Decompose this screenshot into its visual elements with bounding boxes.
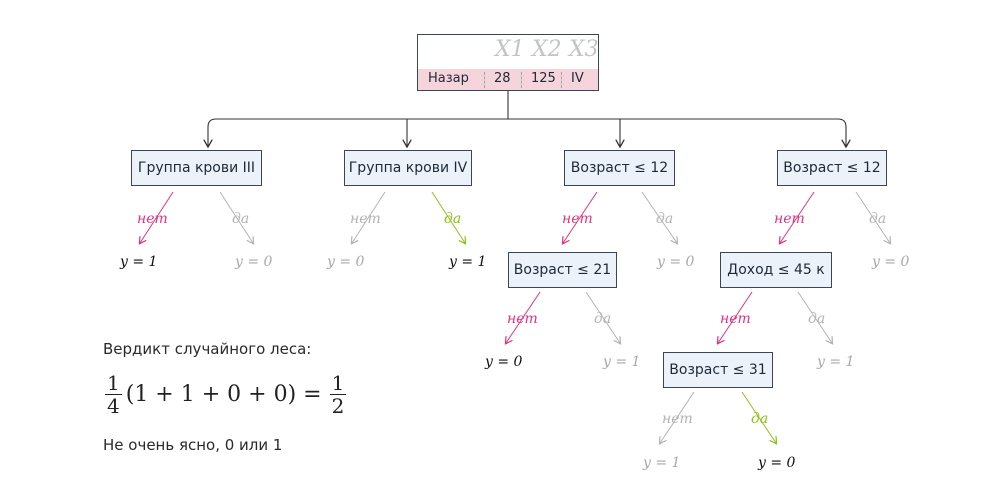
tree1-node: Группа крови III: [131, 150, 262, 186]
fraction-one-half: 1 2: [329, 371, 347, 418]
header-x2: X2: [532, 37, 562, 62]
fraction-denominator: 4: [107, 394, 120, 418]
object-value-x1: 28: [494, 71, 511, 86]
cell-divider: [521, 72, 522, 88]
tree3-child-node: Возраст ≤ 21: [508, 252, 617, 288]
tree3-node: Возраст ≤ 12: [564, 150, 675, 186]
tree4-grandchild-yes-label: да: [751, 411, 769, 427]
tree1-no-label: нет: [137, 211, 168, 227]
tree3-leaf-yes: y = 0: [657, 254, 695, 270]
tree3-no-label: нет: [562, 211, 593, 227]
verdict-formula: 1 4 (1 + 1 + 0 + 0) = 1 2: [103, 372, 348, 417]
tree2-leaf-yes: y = 1: [449, 254, 487, 270]
cell-divider: [484, 72, 485, 88]
verdict-title: Вердикт случайного леса:: [103, 340, 312, 358]
header-x1: X1: [495, 37, 525, 62]
tree4-child-node: Доход ≤ 45 к: [720, 252, 832, 288]
tree2-no-label: нет: [350, 211, 381, 227]
input-object-table: X1 X2 X3 Назар 28 125 IV: [417, 34, 599, 91]
tree3-child-yes-label: да: [594, 311, 612, 327]
cell-divider: [561, 72, 562, 88]
tree1-leaf-yes: y = 0: [235, 254, 273, 270]
formula-expression: (1 + 1 + 0 + 0) =: [125, 382, 322, 407]
tree2-yes-label: да: [444, 211, 462, 227]
tree4-grandchild-leaf-no: y = 1: [643, 455, 681, 471]
tree4-leaf-yes: y = 0: [872, 254, 910, 270]
tree4-child-yes-label: да: [808, 311, 826, 327]
tree4-node: Возраст ≤ 12: [777, 150, 887, 186]
object-row: Назар 28 125 IV: [418, 69, 598, 90]
tree4-no-label: нет: [774, 211, 805, 227]
tree1-yes-label: да: [232, 211, 250, 227]
fraction-denominator: 2: [331, 394, 345, 418]
fraction-numerator: 1: [329, 371, 347, 395]
verdict-conclusion: Не очень ясно, 0 или 1: [103, 436, 283, 454]
tree4-child-no-label: нет: [720, 311, 751, 327]
tree2-node: Группа крови IV: [344, 150, 472, 186]
tree4-yes-label: да: [869, 211, 887, 227]
fraction-numerator: 1: [105, 371, 122, 395]
object-value-x3: IV: [571, 71, 584, 86]
object-value-x2: 125: [531, 71, 556, 86]
object-name: Назар: [428, 71, 469, 86]
tree3-child-leaf-no: y = 0: [485, 354, 523, 370]
tree4-child-leaf-yes: y = 1: [817, 354, 855, 370]
tree4-grandchild-leaf-yes: y = 0: [758, 455, 796, 471]
tree4-grandchild-node: Возраст ≤ 31: [663, 352, 773, 388]
header-x3: X3: [569, 37, 599, 62]
tree3-child-no-label: нет: [507, 311, 538, 327]
tree3-yes-label: да: [656, 211, 674, 227]
tree2-leaf-no: y = 0: [327, 254, 365, 270]
tree3-child-leaf-yes: y = 1: [603, 354, 641, 370]
tree1-leaf-no: y = 1: [120, 254, 158, 270]
fraction-one-quarter: 1 4: [105, 372, 122, 417]
root-connector: [208, 91, 846, 146]
tree4-grandchild-no-label: нет: [662, 411, 693, 427]
